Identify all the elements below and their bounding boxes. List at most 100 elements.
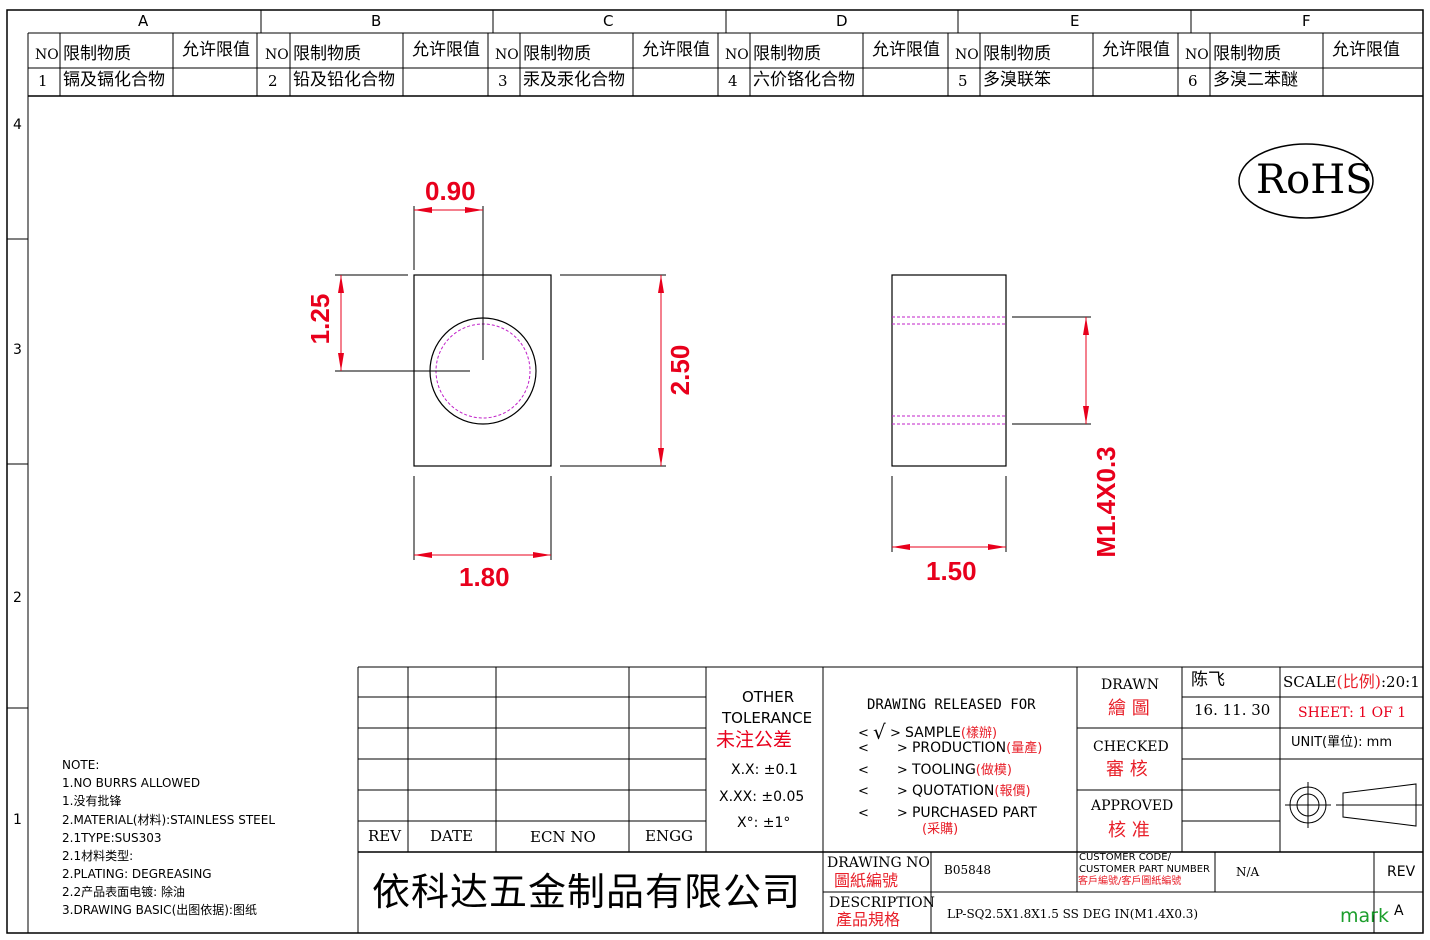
row-label-1: 1 [13,812,22,828]
release-label-cn: (報價) [994,784,1031,799]
tolerance-title-2: TOLERANCE [722,709,813,727]
table-row-no: 4 [728,72,738,90]
unit-label-cn: (單位) [1322,735,1359,750]
table-substance-header: 限制物质 [63,44,131,64]
table-substance-header: 限制物质 [753,44,821,64]
drawing-no-value: B05848 [944,863,991,877]
col-label-f: F [1302,12,1311,30]
scale-field: SCALE(比例):20:1 [1283,674,1420,690]
table-substance-header: 限制物质 [1213,44,1281,64]
scale-label: SCALE [1283,673,1337,691]
dim-width: 1.80 [459,562,510,592]
release-label-cn: (做模) [975,763,1012,778]
release-label: TOOLING [911,762,976,778]
note-line: 1.没有批锋 [62,794,122,808]
tolerance-deg: X°: ±1° [737,815,791,831]
bracket-close: > [896,763,908,778]
drawn-label: DRAWN [1101,677,1159,693]
release-label: SAMPLE [904,725,961,741]
note-line: 1.NO BURRS ALLOWED [62,776,201,790]
release-label: QUOTATION [911,783,995,799]
rohs-mark: RoHS [1256,157,1373,203]
bracket-close: > [896,741,908,756]
note-line: 2.1材料类型: [62,849,134,863]
tolerance-xx: X.X: ±0.1 [731,762,798,778]
tolerance-xxx: X.XX: ±0.05 [719,789,805,805]
table-no-header: NO [1185,47,1209,63]
unit-label: UNIT [1291,735,1323,750]
row-label-3: 3 [13,342,22,358]
dim-height: 2.50 [665,344,695,396]
table-row-substance: 多溴二苯醚 [1213,70,1298,90]
col-label-a: A [138,12,149,30]
bracket-open: < [858,726,869,741]
release-option-tooling[interactable]: < > TOOLING(做模) [858,763,1012,777]
bracket-open: < [858,806,869,821]
table-row-substance: 多溴联笨 [983,70,1051,90]
drawing-no-label-cn: 圖紙編號 [834,871,899,890]
dim-hole-offset-y: 1.25 [305,293,335,345]
sheet-field: SHEET: 1 OF 1 [1298,705,1407,721]
dim-side-width: 1.50 [926,556,977,586]
table-substance-header: 限制物质 [523,44,591,64]
check-mark-icon: √ [873,720,886,744]
release-option-quotation[interactable]: <> QUOTATION(報價) [858,784,1031,798]
release-option-purchased[interactable]: < > PURCHASED PART [858,806,1037,820]
bracket-open: < [858,741,869,756]
checked-label: CHECKED [1093,739,1169,755]
description-label-cn: 產品規格 [836,910,901,929]
table-row-no: 6 [1188,72,1198,90]
table-limit-header: 允许限值 [1102,40,1170,60]
unit-field: UNIT(單位): mm [1291,736,1392,749]
bracket-open: < [858,763,869,778]
drawn-date: 16. 11. 30 [1194,701,1271,719]
checked-label-cn: 審 核 [1106,759,1148,780]
table-no-header: NO [265,47,289,63]
bracket-close: > [896,784,908,799]
projection-symbol [1285,782,1422,828]
drawn-name: 陈飞 [1191,670,1225,690]
note-line: 2.1TYPE:SUS303 [62,831,162,845]
release-label-cn: (樣辦) [960,726,998,741]
approved-label-cn: 核 准 [1108,820,1150,841]
release-option-production[interactable]: <> PRODUCTION(量產) [858,741,1042,755]
release-option-sample[interactable]: < √ > SAMPLE(樣辦) [858,720,998,742]
note-line: 2.2产品表面电镀: 除油 [62,885,185,899]
ecn-header: ECN NO [530,828,596,846]
release-label-cn: (采購) [922,822,959,837]
table-limit-header: 允许限值 [1332,40,1400,60]
release-label: PURCHASED PART [911,805,1037,821]
table-row-no: 5 [958,72,968,90]
table-no-header: NO [955,47,979,63]
tolerance-title-cn: 未注公差 [716,729,793,751]
table-row-substance: 镉及镉化合物 [63,70,165,90]
table-substance-header: 限制物质 [293,44,361,64]
note-line: NOTE: [62,758,100,772]
drawn-label-cn: 繪 圖 [1108,698,1150,719]
col-label-c: C [603,12,614,30]
table-row-no: 1 [38,72,48,90]
description-value: LP-SQ2.5X1.8X1.5 SS DEG IN(M1.4X0.3) [947,907,1199,921]
table-row-no: 3 [498,72,508,90]
tolerance-title-1: OTHER [742,688,795,706]
dim-hole-offset-x: 0.90 [425,176,476,206]
bracket-close: > [896,806,908,821]
note-line: 3.DRAWING BASIC(出图依据):图纸 [62,903,257,917]
note-line: 2.PLATING: DEGREASING [62,867,212,881]
col-label-d: D [836,12,848,30]
table-limit-header: 允许限值 [872,40,940,60]
rev-value: A [1394,903,1404,919]
table-no-header: NO [725,47,749,63]
release-label-cn: (量產) [1006,741,1043,756]
engg-header: ENGG [645,827,694,845]
release-title: DRAWING RELEASED FOR [867,697,1036,713]
note-line: 2.MATERIAL(材料):STAINLESS STEEL [62,813,276,827]
row-label-4: 4 [13,117,22,133]
table-no-header: NO [35,47,59,63]
bracket-close: > [889,726,901,741]
scale-value: :20:1 [1381,673,1420,691]
table-row-substance: 六价铬化合物 [753,70,855,90]
row-label-2: 2 [13,590,22,606]
rohs-ellipse [1238,143,1374,219]
dim-thread: M1.4X0.3 [1091,446,1121,558]
